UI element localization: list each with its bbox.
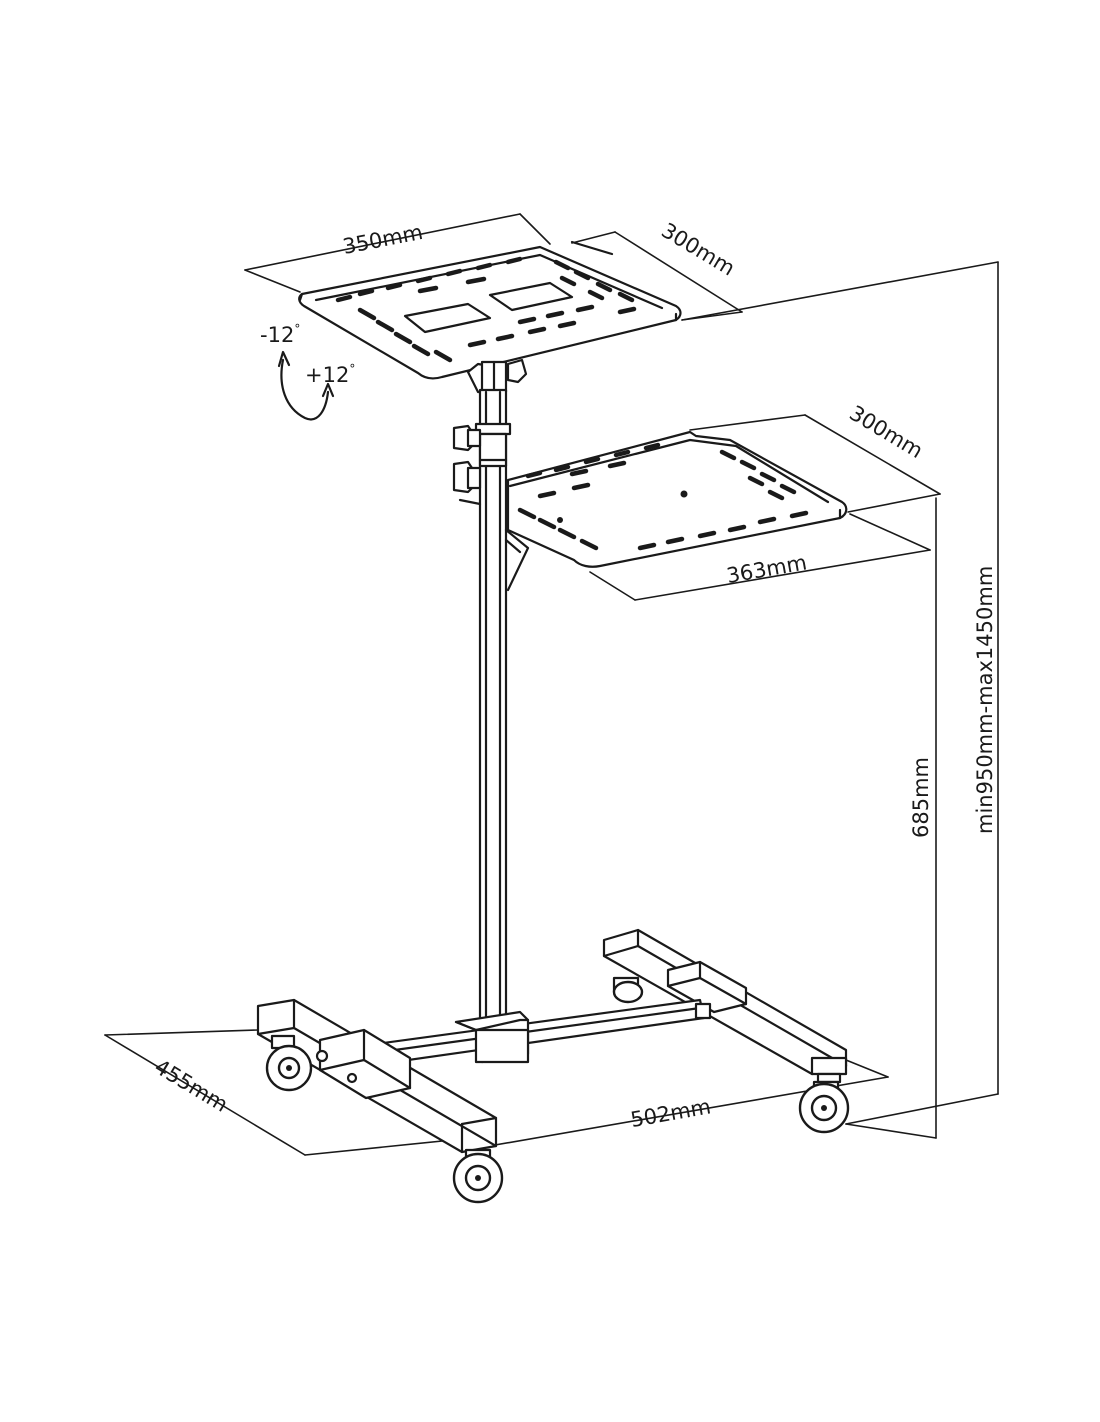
base — [256, 928, 850, 1204]
tilt-head — [466, 358, 528, 394]
tilt-arrow — [277, 350, 335, 421]
top-tray — [298, 240, 682, 380]
dimension-labels: 350mm 300mm -12° +12° 300mm 363mm 685mm … — [150, 218, 997, 1132]
lower-tray-height-label: 685mm — [909, 757, 933, 838]
total-height-label: min950mm-max1450mm — [973, 566, 997, 834]
lower-tray — [504, 430, 848, 592]
lower-tray-slots — [517, 442, 809, 551]
base-width-label: 502mm — [629, 1094, 713, 1132]
dimension-lines — [104, 213, 999, 1156]
tilt-negative-label: -12° — [260, 322, 300, 347]
top-tray-slots — [335, 256, 637, 363]
top-tray-width-label: 350mm — [341, 220, 425, 259]
base-depth-label: 455mm — [150, 1055, 232, 1117]
lower-tray-depth-label: 300mm — [845, 401, 927, 463]
top-tray-depth-label: 300mm — [657, 218, 739, 280]
lower-tray-width-label: 363mm — [725, 550, 809, 588]
adjustment-knobs — [452, 424, 482, 506]
tilt-positive-label: +12° — [305, 362, 355, 387]
